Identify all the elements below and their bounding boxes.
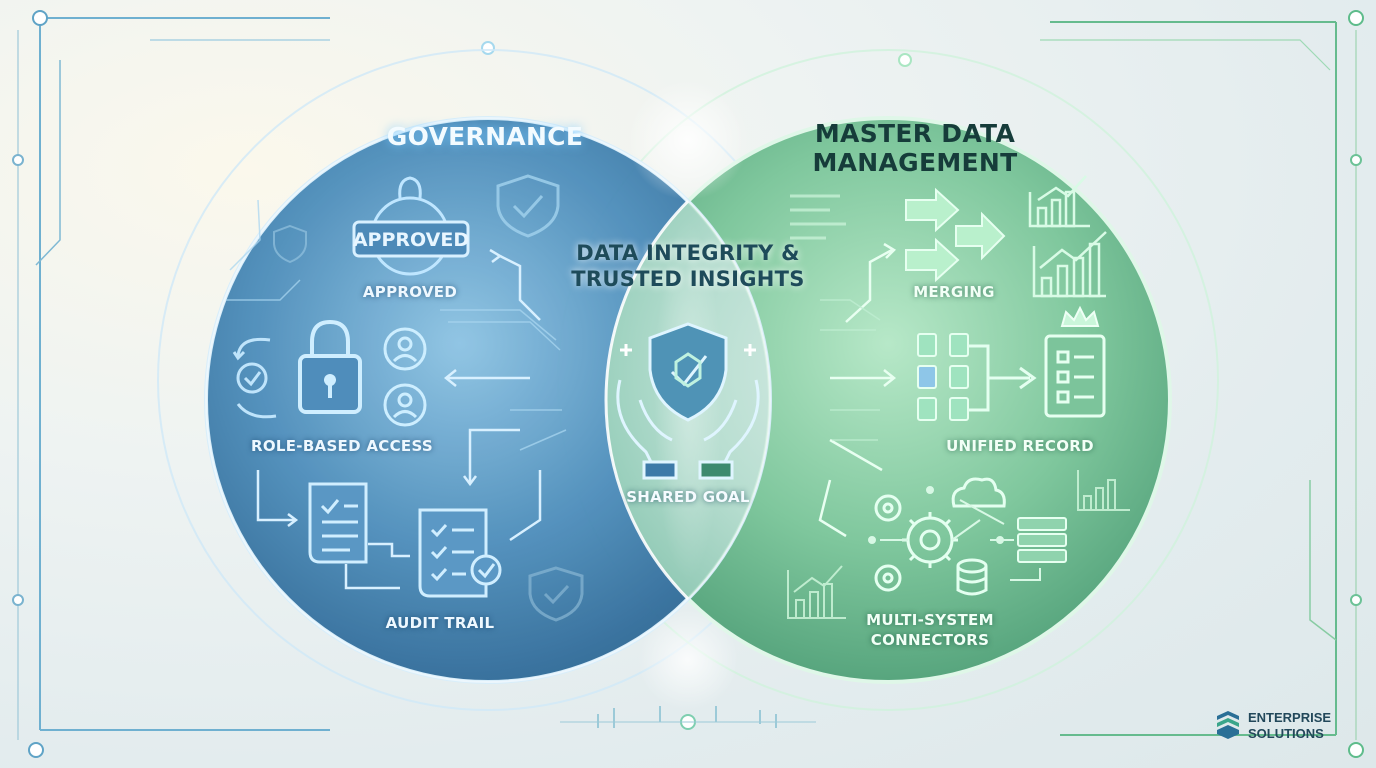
unified-record-icon — [1044, 334, 1106, 418]
merge-arrows-icon — [905, 187, 1006, 283]
mdm-small-charts — [787, 470, 1130, 619]
cloud-icon — [951, 477, 1006, 508]
overlap-title: DATA INTEGRITY & TRUSTED INSIGHTS — [571, 241, 805, 291]
shield-hands-icon — [616, 322, 760, 480]
refresh-check-icon — [232, 337, 277, 419]
approved-stamp-icon: APPROVED — [352, 176, 470, 276]
shield-check-icon — [496, 174, 560, 238]
mdm-text-lines — [790, 194, 846, 240]
connector-network — [868, 486, 1041, 581]
bottom-ticks — [560, 706, 816, 728]
file-icon — [917, 333, 969, 421]
audit-trail-label: AUDIT TRAIL — [385, 614, 495, 632]
role-based-access-label: ROLE-BASED ACCESS — [250, 437, 433, 455]
user-icon — [383, 327, 427, 427]
shield-small-icon — [273, 224, 307, 264]
padlock-icon — [298, 319, 362, 414]
stamp-text: APPROVED — [353, 229, 469, 251]
governance-shield-bottom-icon — [528, 566, 584, 622]
governance-title: GOVERNANCE — [386, 122, 584, 151]
document-icon — [308, 482, 368, 564]
server-icon — [1017, 517, 1067, 563]
merging-label: MERGING — [913, 283, 995, 301]
frame-lines — [17, 17, 1357, 740]
governance-circuit-traces — [226, 199, 567, 451]
approved-label: APPROVED — [362, 283, 458, 301]
unified-flow-arrows — [968, 344, 1037, 412]
brand-name: ENTERPRISE SOLUTIONS — [1248, 710, 1332, 741]
mdm-arrows — [818, 242, 897, 538]
crown-icon — [1060, 305, 1100, 327]
database-icon — [956, 558, 988, 596]
mdm-circuit-traces — [820, 299, 881, 441]
mdm-title: MASTER DATA MANAGEMENT — [812, 119, 1018, 177]
governance-arrows — [256, 248, 542, 590]
brand-logo-icon — [1217, 711, 1239, 739]
multi-system-connectors-label: MULTI-SYSTEM CONNECTORS — [866, 611, 994, 649]
unified-record-label: UNIFIED RECORD — [946, 437, 1094, 455]
brand-logo: ENTERPRISE SOLUTIONS — [1214, 708, 1364, 744]
shared-goal-label: SHARED GOAL — [626, 488, 750, 506]
bar-chart-icon — [1028, 175, 1107, 298]
checklist-icon — [418, 508, 502, 598]
